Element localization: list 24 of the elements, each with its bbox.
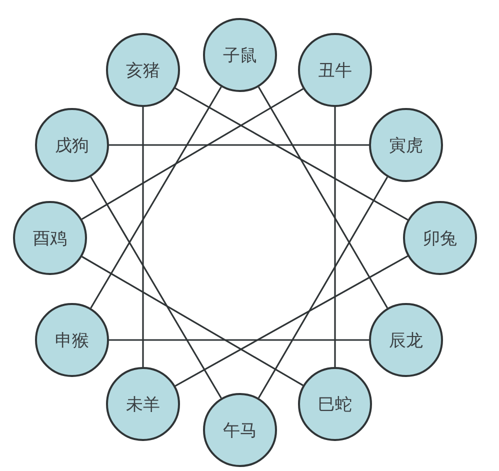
connector-line: [82, 256, 304, 386]
connector-line: [174, 255, 408, 387]
connector-line: [142, 107, 144, 367]
connector-line: [109, 144, 369, 146]
connector-line: [81, 88, 304, 220]
zodiac-label: 子鼠: [223, 44, 257, 66]
zodiac-label: 亥猪: [126, 60, 160, 82]
connector-line: [258, 86, 388, 308]
connector-line: [334, 107, 336, 367]
connector-line: [109, 339, 369, 341]
zodiac-label: 申猴: [55, 330, 89, 352]
zodiac-label: 戌狗: [55, 134, 89, 156]
zodiac-label: 卯兔: [423, 228, 457, 250]
zodiac-label: 寅虎: [389, 134, 423, 156]
zodiac-label: 辰龙: [389, 330, 423, 352]
connector-line: [258, 176, 388, 398]
zodiac-label: 丑牛: [318, 60, 352, 82]
connector-line: [174, 88, 408, 220]
zodiac-label: 未羊: [126, 394, 160, 416]
connector-line: [90, 86, 222, 309]
zodiac-label: 午马: [223, 420, 257, 442]
zodiac-label: 巳蛇: [318, 394, 352, 416]
zodiac-label: 酉鸡: [33, 228, 67, 250]
connector-line: [90, 176, 222, 399]
